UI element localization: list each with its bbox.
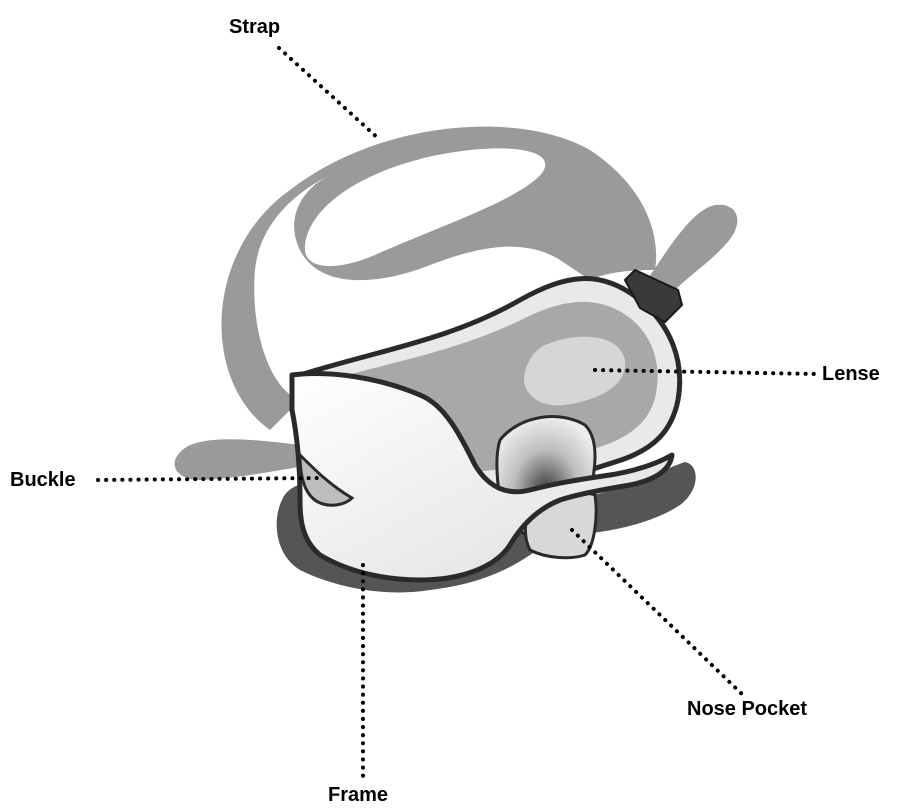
label-buckle: Buckle bbox=[10, 470, 76, 490]
strap-tail-left bbox=[175, 439, 305, 480]
leader-nose bbox=[572, 530, 745, 697]
leader-strap bbox=[279, 48, 380, 140]
label-strap: Strap bbox=[229, 17, 280, 37]
label-lense: Lense bbox=[822, 364, 880, 384]
label-frame: Frame bbox=[328, 785, 388, 805]
label-nose-pocket: Nose Pocket bbox=[687, 699, 807, 719]
